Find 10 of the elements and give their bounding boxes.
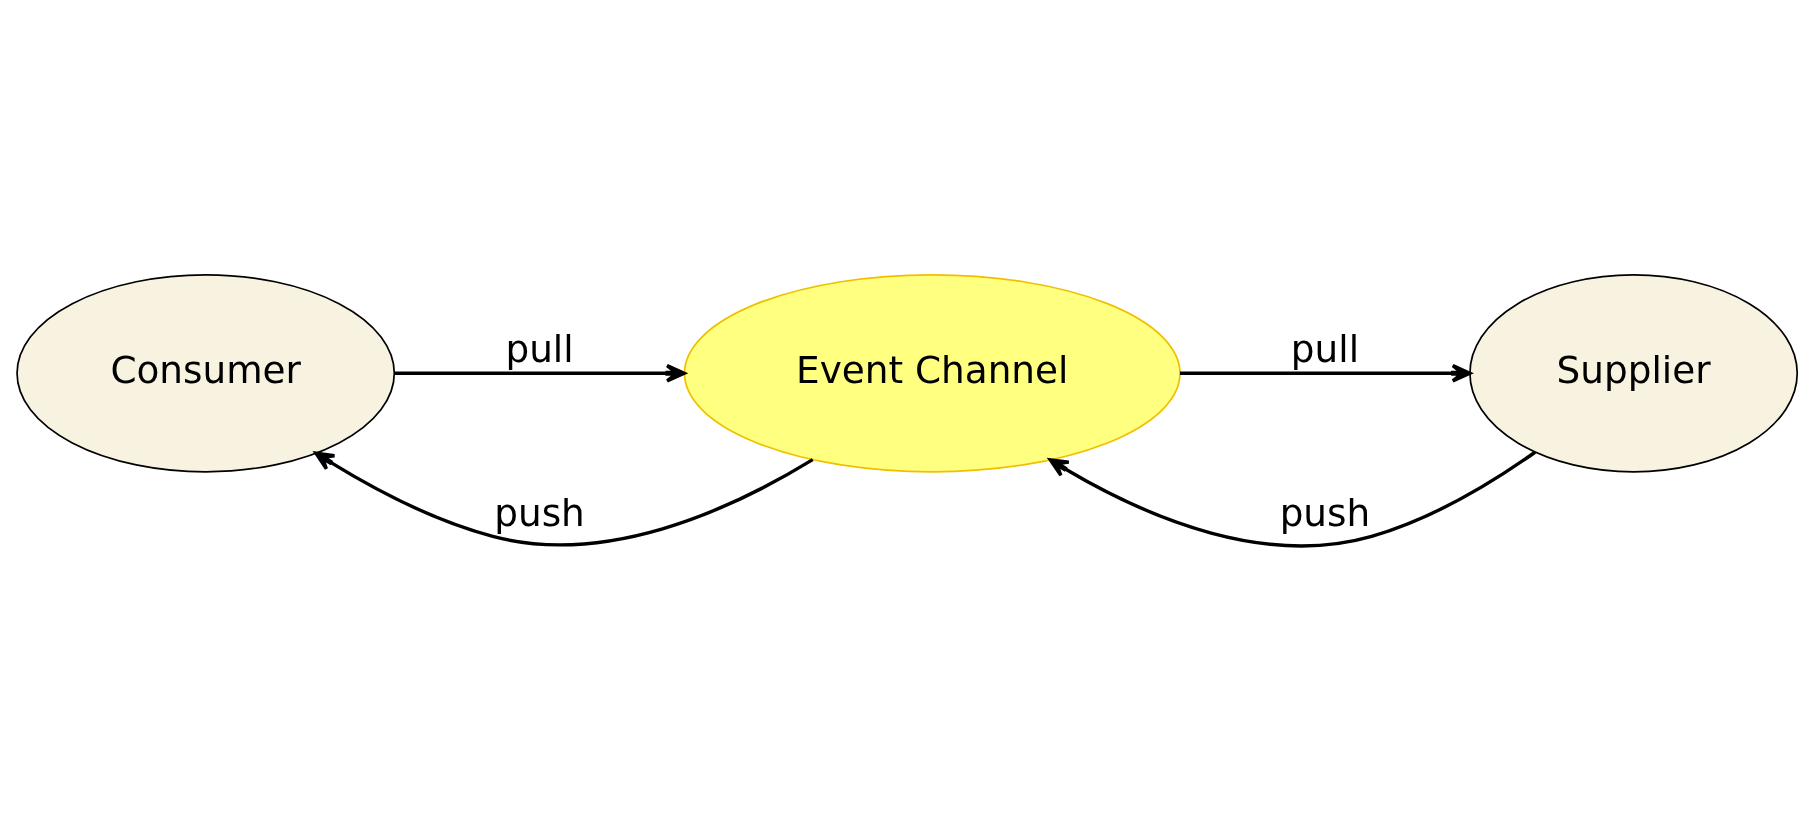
arrow <box>314 451 814 546</box>
node-ellipse: Event Channel <box>683 273 1181 473</box>
edge-label: pull <box>1290 326 1360 371</box>
edge-label: push <box>494 490 585 535</box>
node-ellipse: Supplier <box>1469 273 1799 473</box>
arrow <box>1180 363 1472 383</box>
arrow <box>394 363 686 383</box>
edge-label: push <box>1279 490 1371 535</box>
edge-label: pull <box>505 326 574 371</box>
arrow <box>1048 450 1536 547</box>
